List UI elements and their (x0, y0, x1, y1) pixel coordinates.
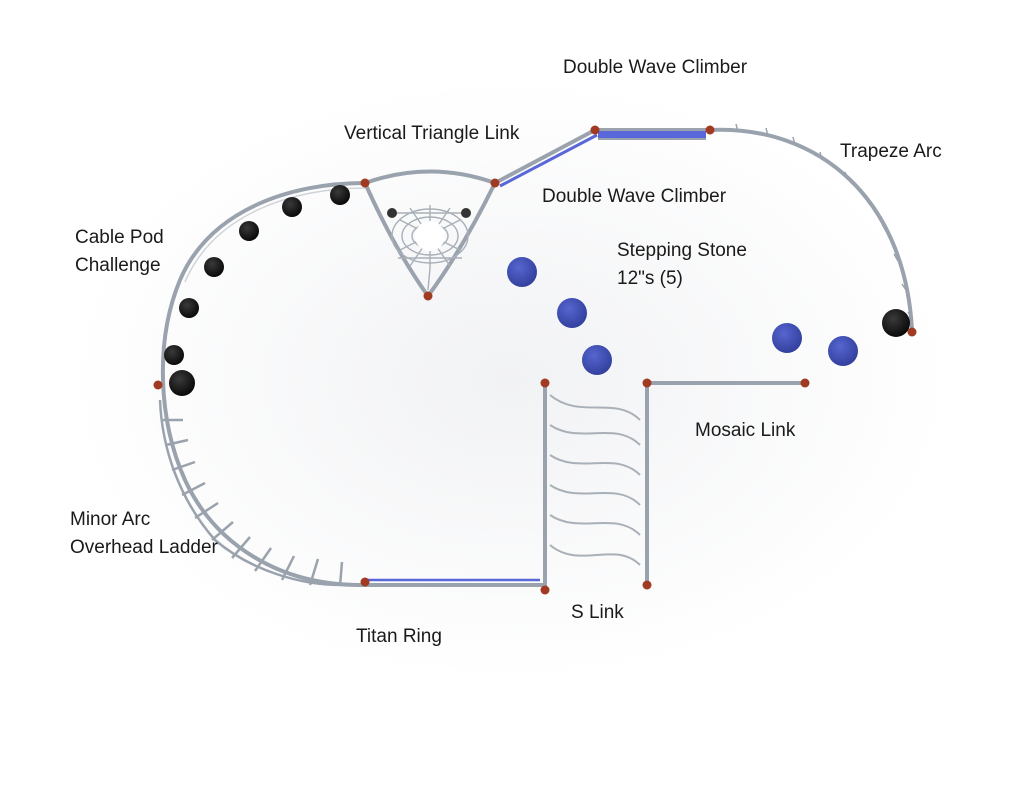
label-minor-arc: Minor Arc Overhead Ladder (70, 509, 218, 558)
net-ring-center (415, 221, 445, 251)
ladder-rungs (158, 399, 344, 587)
cable-pod (169, 370, 195, 396)
trapeze-arc-frame (709, 127, 914, 331)
double-wave-diagonal-frame (494, 128, 596, 185)
stepping-stone (828, 336, 858, 366)
label-cable-pod: Cable Pod Challenge (75, 227, 164, 276)
stepping-stone (582, 345, 612, 375)
cable-pod (164, 345, 184, 365)
triangle-left-bar (363, 182, 430, 298)
label-stepping-stone: Stepping Stone 12"s (5) (617, 240, 747, 289)
s-link (543, 383, 649, 590)
net-anchor-left (387, 208, 397, 218)
label-double-wave-top: Double Wave Climber (563, 57, 748, 78)
cable-pods (164, 185, 910, 396)
stepping-stone (772, 323, 802, 353)
net-anchor-right (461, 208, 471, 218)
label-s-link: S Link (571, 602, 624, 623)
stepping-stone (507, 257, 537, 287)
stepping-stones (507, 257, 858, 375)
cable-pod (282, 197, 302, 217)
left-arc-frame (160, 181, 366, 587)
triangle-top-bar (364, 169, 496, 185)
double-wave-top-panel (598, 131, 706, 139)
label-double-wave-inner: Double Wave Climber (542, 186, 727, 207)
cable-pod (204, 257, 224, 277)
cable-pod (239, 221, 259, 241)
triangle-right-bar (426, 182, 497, 298)
label-titan-ring: Titan Ring (356, 626, 442, 647)
cable-pod (330, 185, 350, 205)
label-vertical-triangle: Vertical Triangle Link (344, 123, 520, 144)
label-mosaic-link: Mosaic Link (695, 420, 796, 441)
label-trapeze-arc: Trapeze Arc (840, 141, 942, 162)
cable-pod (882, 309, 910, 337)
posts (153, 125, 917, 595)
cable-pod (179, 298, 199, 318)
double-wave-diagonal-panel (499, 133, 598, 188)
trapeze-bars (735, 123, 913, 319)
ground-shadow (70, 80, 950, 680)
stepping-stone (557, 298, 587, 328)
